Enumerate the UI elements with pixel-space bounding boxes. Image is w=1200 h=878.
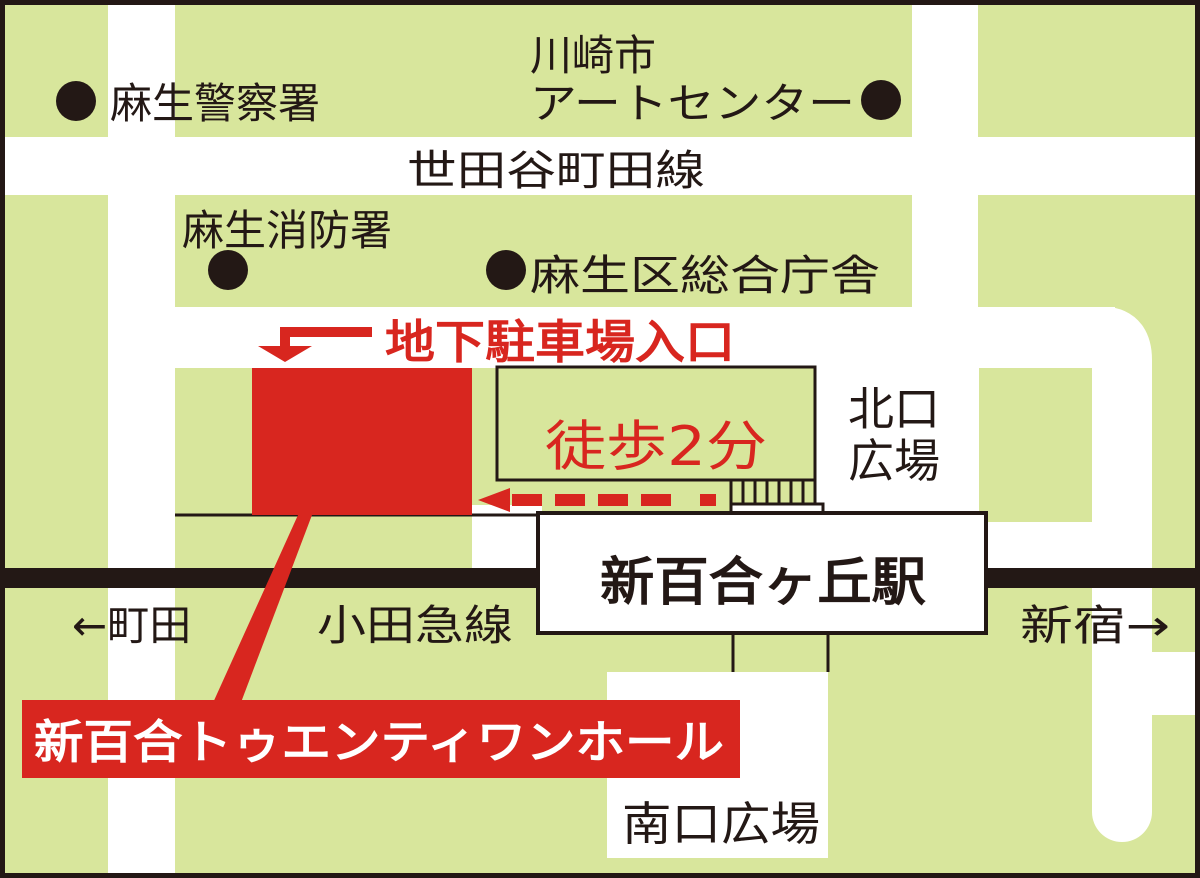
hall-label-box[interactable] xyxy=(22,700,740,778)
road-setagaya-machida xyxy=(0,137,1200,195)
hall-building[interactable] xyxy=(252,368,472,515)
road-east-stub xyxy=(1092,652,1200,715)
station-building xyxy=(495,365,817,482)
label-fire-station: 麻生消防署 xyxy=(182,206,392,255)
label-parking-entrance: 地下駐車場入口 xyxy=(385,315,735,369)
parking-arrow-icon xyxy=(258,327,372,362)
station-box xyxy=(536,511,988,635)
label-north-plaza-1: 北口 xyxy=(848,382,940,436)
label-art-center-1: 川崎市 xyxy=(530,31,656,80)
hall-pointer xyxy=(212,515,312,705)
road-east-curve xyxy=(920,307,1152,842)
fire-station-marker-icon xyxy=(208,250,248,290)
label-railway: 小田急線 xyxy=(317,601,513,650)
police-marker-icon xyxy=(56,81,96,121)
walk-route-arrow-icon xyxy=(478,488,716,512)
label-direction-machida: ←町田 xyxy=(72,601,191,650)
art-center-marker-icon xyxy=(861,80,901,120)
stairs xyxy=(729,478,825,515)
label-hall-name[interactable]: 新百合トゥエンティワンホール xyxy=(34,715,724,769)
label-walk-time: 徒歩2分 xyxy=(545,415,767,478)
label-north-plaza-2: 広場 xyxy=(848,434,940,488)
label-ward-office: 麻生区総合庁舎 xyxy=(530,251,880,300)
label-police: 麻生警察署 xyxy=(110,79,320,128)
label-station-name: 新百合ヶ丘駅 xyxy=(600,553,926,613)
label-art-center-2: アートセンター xyxy=(530,79,855,128)
ward-office-marker-icon xyxy=(486,250,526,290)
label-direction-shinjuku: 新宿→ xyxy=(1020,601,1170,650)
label-south-plaza: 南口広場 xyxy=(622,797,820,851)
label-main-road: 世田谷町田線 xyxy=(407,146,705,195)
